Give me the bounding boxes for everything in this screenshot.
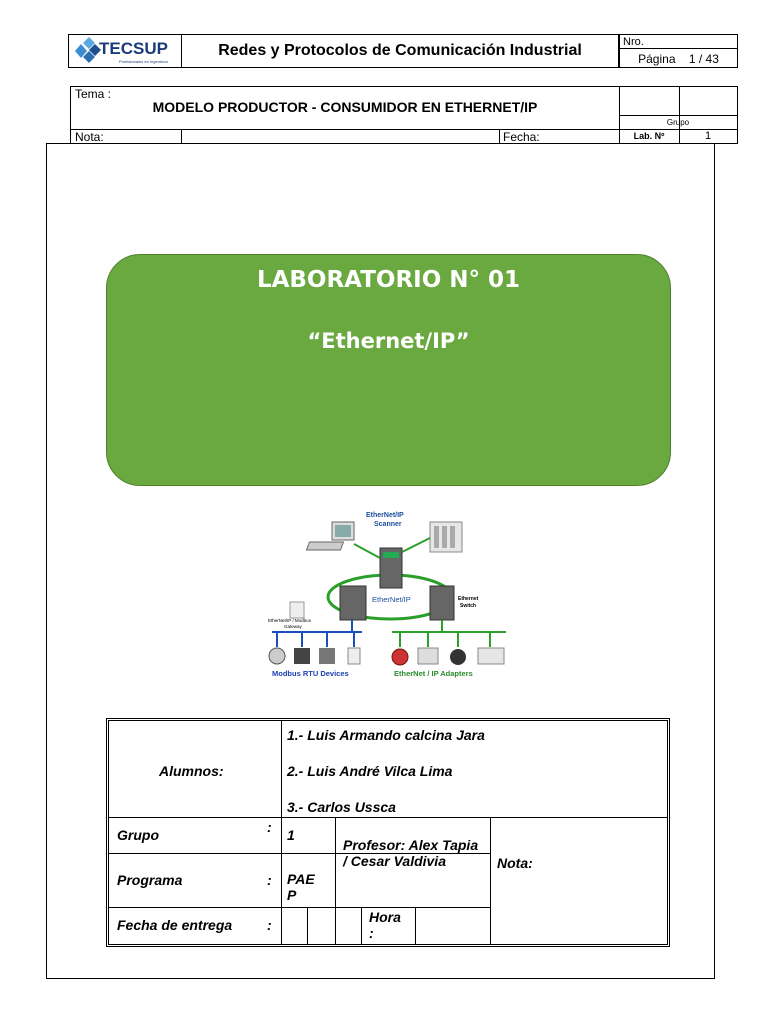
nota-label: Nota: (75, 130, 104, 144)
pagina-label: Página (638, 52, 676, 66)
modbus-label: Modbus RTU Devices (272, 669, 349, 678)
header-box: TECSUP Profesionales en Ingeniería Redes… (68, 34, 619, 68)
fecha-entrega-colon: : (267, 917, 272, 933)
ring-label: EtherNet/IP (372, 595, 411, 604)
ethernet-ip-diagram: EtherNet/IP EtherNet/IP Scanner Ethernet… (268, 512, 506, 678)
students-table: Alumnos: 1.- Luis Armando calcina Jara 2… (106, 718, 670, 947)
header-title: Redes y Protocolos de Comunicación Indus… (218, 42, 582, 59)
tema-value: MODELO PRODUCTOR - CONSUMIDOR EN ETHERNE… (152, 99, 538, 115)
nota-label-table: Nota: (497, 855, 533, 871)
scanner-plc-icon (379, 547, 403, 589)
gateway-label-line2: Gateway (284, 624, 303, 629)
switch-label-line2: Switch (460, 603, 476, 609)
page-number-box: Nro. Página 1 / 43 (619, 34, 738, 68)
student-3: 3.- Carlos Ussca (287, 799, 396, 815)
gateway-label: EtherNet/IP / Modbus Gateway (268, 618, 312, 629)
adapters-label: EtherNet / IP Adapters (394, 669, 473, 678)
fecha-label: Fecha: (503, 130, 540, 144)
grupo-value: 1 (287, 827, 295, 843)
programa-label: Programa (117, 872, 183, 888)
cover-title: LABORATORIO N° 01 (256, 267, 521, 293)
tema-label: Tema : (75, 87, 112, 101)
tecsup-logo-icon: TECSUP Profesionales en Ingeniería (75, 37, 168, 64)
switch-label-line1: Ethernet (458, 596, 479, 602)
cover-title-box: LABORATORIO N° 01 “Ethernet/IP” (106, 254, 671, 486)
lab-number: 1 (704, 130, 712, 142)
student-2: 2.- Luis André Vilca Lima (287, 763, 453, 779)
logo: TECSUP Profesionales en Ingeniería (69, 35, 182, 67)
alumnos-label: Alumnos: (159, 763, 224, 779)
logo-tagline: Profesionales en Ingeniería (119, 59, 168, 64)
scanner-label-line2: Scanner (374, 521, 402, 528)
nro-label: Nro. (620, 35, 737, 49)
computer-icon (305, 521, 355, 551)
logo-text: TECSUP (99, 39, 168, 58)
student-1: 1.- Luis Armando calcina Jara (287, 727, 485, 743)
cover-frame (46, 143, 715, 979)
modbus-devices-icon (268, 647, 361, 665)
grupo-colon: : (267, 819, 272, 835)
scanner-label-line1: EtherNet/IP (366, 512, 404, 519)
hora-label: Hora : (369, 909, 401, 941)
ethernet-ip-adapters-icon (391, 647, 505, 666)
programa-value: PAE P (287, 871, 315, 903)
pagina-value: 1 / 43 (688, 52, 719, 66)
gateway-label-line1: EtherNet/IP / Modbus (268, 618, 312, 623)
switch-label: Ethernet Switch (458, 596, 480, 609)
info-table: Tema : MODELO PRODUCTOR - CONSUMIDOR EN … (70, 86, 738, 144)
programa-colon: : (267, 872, 272, 888)
io-rack-icon (429, 521, 463, 553)
pagina-row: Página 1 / 43 (620, 50, 737, 68)
scanner-label: EtherNet/IP Scanner (366, 512, 406, 528)
cover-subtitle: “Ethernet/IP” (307, 329, 470, 353)
ethernet-switch-icon (429, 585, 455, 621)
fecha-entrega-label: Fecha de entrega (117, 917, 233, 933)
gateway-switch-icon (339, 585, 367, 621)
modbus-gateway-icon (289, 601, 305, 619)
grupo-label: Grupo (117, 827, 159, 843)
profesor-text: Profesor: Alex Tapia / Cesar Valdivia (343, 837, 479, 869)
lab-label: Lab. Nº (633, 131, 665, 141)
grupo-label: Grupo (619, 115, 737, 129)
